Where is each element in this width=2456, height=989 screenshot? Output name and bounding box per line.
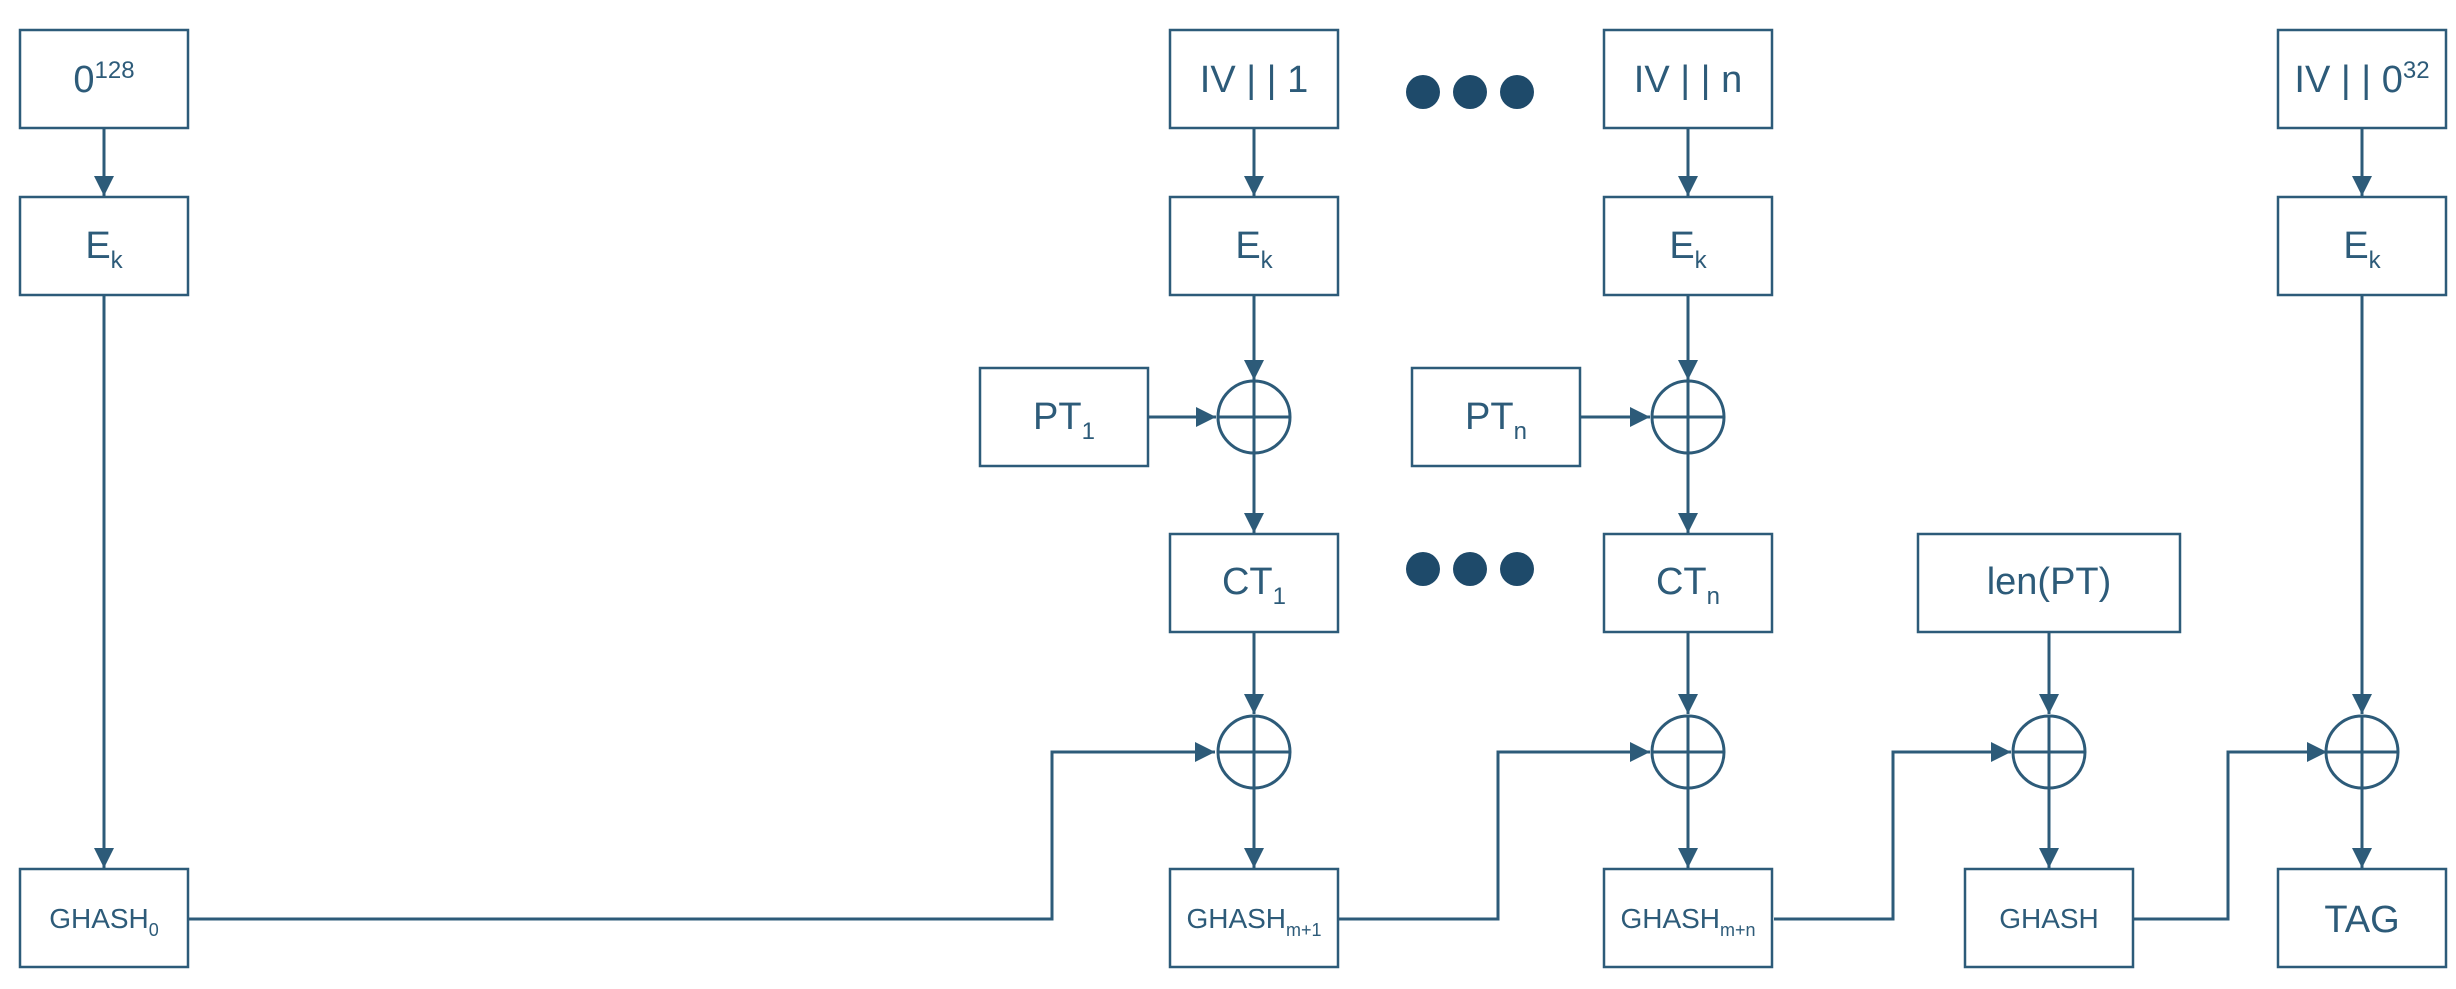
box-ghash0: GHASH0 [18, 867, 190, 969]
arrow-ghashmn-to-xor-c [1774, 742, 2011, 921]
box-pt1: PT1 [978, 366, 1150, 468]
svg-text:GHASH: GHASH [1999, 903, 2099, 934]
svg-text:CTn: CTn [1656, 561, 1720, 610]
svg-text:GHASH0: GHASH0 [49, 903, 159, 940]
svg-text:IV | | 1: IV | | 1 [1200, 59, 1308, 101]
box-len-pt: len(PT) [1916, 532, 2182, 634]
svg-text:len(PT): len(PT) [1987, 561, 2112, 603]
xor-ghash-a [1216, 714, 1292, 790]
xor-ghash-c [2011, 714, 2087, 790]
svg-text:PTn: PTn [1465, 396, 1527, 445]
svg-text:IV | | 032: IV | | 032 [2294, 57, 2429, 101]
box-ghash: GHASH [1963, 867, 2135, 969]
svg-text:Ek: Ek [1669, 225, 1707, 274]
svg-text:GHASHm+n: GHASHm+n [1620, 903, 1755, 940]
xor-ghash-b [1650, 714, 1726, 790]
arrow-ghashm1-to-xor-b [1338, 742, 1650, 921]
svg-text:Ek: Ek [1235, 225, 1273, 274]
svg-text:Ek: Ek [85, 225, 123, 274]
xor-nodes [1216, 379, 2400, 790]
xor-pt1 [1216, 379, 1292, 455]
svg-text:Ek: Ek [2343, 225, 2381, 274]
ellipsis-top [1406, 75, 1534, 109]
svg-text:GHASHm+1: GHASHm+1 [1186, 903, 1321, 940]
box-ctn: CTn [1602, 532, 1774, 634]
box-ct1: CT1 [1168, 532, 1340, 634]
box-iv-n: IV | | n [1602, 28, 1774, 130]
box-tag: TAG [2276, 867, 2448, 969]
box-iv-0-32: IV | | 032 [2276, 28, 2448, 130]
svg-text:0128: 0128 [73, 57, 134, 101]
svg-text:CT1: CT1 [1222, 561, 1286, 610]
box-iv-1: IV | | 1 [1168, 28, 1340, 130]
box-ek1: Ek [1168, 195, 1340, 297]
svg-text:PT1: PT1 [1033, 396, 1095, 445]
box-ekn: Ek [1602, 195, 1774, 297]
box-ghash-mn: GHASHm+n [1602, 867, 1774, 969]
box-zero-128: 0128 [18, 28, 190, 130]
box-ptn: PTn [1410, 366, 1582, 468]
ellipsis-middle [1406, 552, 1534, 586]
xor-ptn [1650, 379, 1726, 455]
arrow-ghash0-to-xor-a [189, 742, 1215, 921]
arrow-ghash-to-xor-d [2133, 742, 2327, 921]
svg-text:IV | | n: IV | | n [1634, 59, 1742, 101]
connectors [94, 128, 2372, 921]
box-ek0: Ek [18, 195, 190, 297]
box-ghash-m1: GHASHm+1 [1168, 867, 1340, 969]
xor-ghash-d [2324, 714, 2400, 790]
svg-text:TAG: TAG [2324, 899, 2399, 941]
box-ek-tag: Ek [2276, 195, 2448, 297]
